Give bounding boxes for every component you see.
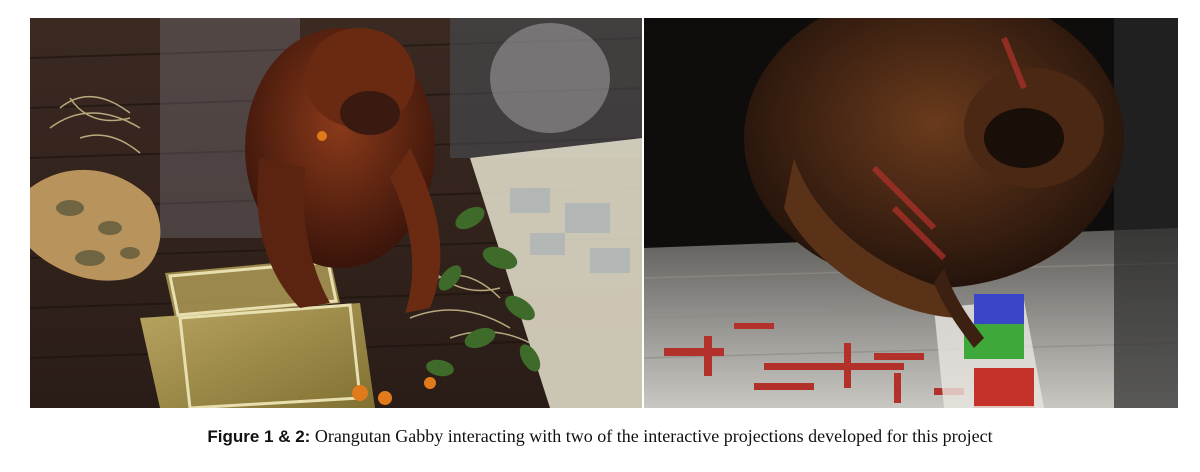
photo-orangutan-floor-projection bbox=[30, 18, 642, 408]
caption-text: Orangutan Gabby interacting with two of … bbox=[310, 426, 993, 446]
figure-images bbox=[30, 18, 1178, 408]
photo-orangutan-touch-projection bbox=[644, 18, 1178, 408]
figure-label: Figure 1 & 2: bbox=[207, 427, 311, 446]
figure-caption: Figure 1 & 2: Orangutan Gabby interactin… bbox=[0, 426, 1200, 447]
